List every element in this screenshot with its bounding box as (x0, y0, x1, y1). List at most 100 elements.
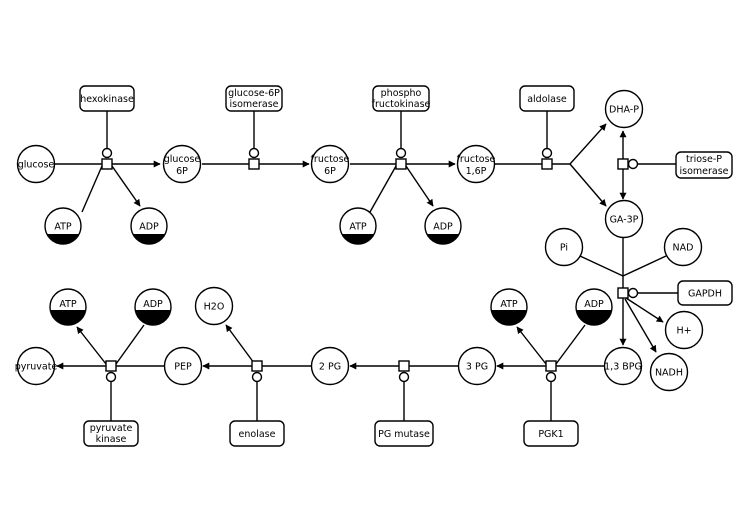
edge-atp-1-to-hexokinase-node (81, 165, 103, 213)
cofactor-adp-3-label: ADP (584, 299, 604, 310)
process-node-glucose-6p-isomerase (248, 158, 260, 170)
enzyme-gapdh-label: GAPDH (688, 289, 722, 300)
metabolite-glucose-label: glucose (18, 160, 55, 171)
catalysis-markers (101, 147, 639, 383)
catalysis-marker-enolase (251, 371, 263, 383)
metabolite-ga3p-label: GA-3P (610, 215, 639, 226)
cofactor-adp-1-label: ADP (139, 222, 159, 233)
catalysis-marker-hexokinase (101, 147, 113, 159)
cofactor-atp-2-label: ATP (349, 222, 367, 233)
edge-pgk1-node-to-atp-3 (516, 326, 547, 365)
edge-gapdh-node-to-h-plus (625, 297, 664, 323)
edge-hexokinase-node-to-adp-1 (111, 165, 141, 207)
metabolite-3pg-label: 3 PG (466, 362, 488, 373)
edge-branch-to-dhap (569, 123, 607, 165)
enzyme-aldolase-label: aldolase (527, 94, 567, 105)
metabolite-pep: PEP (163, 346, 203, 386)
metabolite-pyruvate-label: pyruvate (15, 362, 58, 373)
edge-pi-to-gapdh-junction (579, 255, 624, 277)
cofactor-atp-3: ATP (490, 288, 528, 326)
cofactors: ATP ADP ATP ADP ATP (44, 207, 613, 326)
metabolite-nad: NAD (663, 227, 703, 267)
cofactor-atp-4-label: ATP (59, 299, 77, 310)
edge-gapdh-node-to-nadh (624, 298, 657, 353)
enzyme-enolase: enolase (229, 420, 285, 447)
process-node-phosphofructokinase (395, 158, 407, 170)
metabolite-nadh: NADH (649, 352, 689, 392)
metabolite-dhap: DHA-P (604, 89, 644, 129)
process-node-pg-mutase (398, 360, 410, 372)
process-nodes (101, 158, 629, 372)
cofactor-atp-2: ATP (339, 207, 377, 245)
catalysis-marker-glucose-6p-isomerase (248, 147, 260, 159)
metabolite-dhap-label: DHA-P (609, 105, 639, 116)
edge-nad-to-gapdh-junction (622, 255, 667, 277)
edge-branch-to-ga3p (569, 163, 607, 207)
metabolite-pi: Pi (544, 227, 584, 267)
edge-adp-4-to-pk-node (115, 324, 145, 365)
catalysis-marker-pgk1 (545, 371, 557, 383)
enzyme-aldolase: aldolase (519, 85, 575, 112)
cofactor-adp-1: ADP (130, 207, 168, 245)
edge-pk-node-to-atp-4 (76, 326, 107, 365)
cofactor-atp-4: ATP (49, 288, 87, 326)
process-node-pgk1 (545, 360, 557, 372)
metabolite-3pg: 3 PG (457, 346, 497, 386)
process-node-enolase (251, 360, 263, 372)
enzyme-pg-mutase: PG mutase (374, 420, 434, 447)
metabolite-pep-label: PEP (174, 362, 192, 373)
catalysis-marker-gapdh (627, 287, 639, 299)
edge-enolase-node-to-h2o (225, 324, 255, 364)
process-node-aldolase (541, 158, 553, 170)
process-node-pyruvate-kinase (105, 360, 117, 372)
cofactor-adp-3: ADP (575, 288, 613, 326)
metabolite-glucose: glucose (16, 144, 56, 184)
metabolite-nad-label: NAD (673, 243, 694, 254)
cofactor-adp-2-label: ADP (433, 222, 453, 233)
cofactor-atp-3-label: ATP (500, 299, 518, 310)
metabolite-ga3p: GA-3P (604, 199, 644, 239)
metabolite-pyruvate: pyruvate (15, 346, 58, 386)
metabolite-2pg: 2 PG (310, 346, 350, 386)
catalysis-marker-pg-mutase (398, 371, 410, 383)
catalysis-marker-triose-p-isomerase (627, 158, 639, 170)
enzyme-hexokinase: hexokinase (79, 85, 135, 112)
edges (54, 111, 678, 421)
enzyme-pgk1: PGK1 (523, 420, 579, 447)
cofactor-atp-1-label: ATP (54, 222, 72, 233)
metabolite-13bpg: 1,3 BPG (603, 346, 643, 386)
metabolite-pi-label: Pi (560, 243, 568, 254)
metabolite-h-plus-label: H+ (676, 326, 691, 337)
edge-pfk-node-to-adp-2 (405, 165, 434, 207)
enzyme-enolase-label: enolase (239, 429, 276, 440)
edge-adp-3-to-pgk1-node (555, 324, 586, 365)
metabolite-h2o: H2O (194, 286, 234, 326)
cofactor-adp-2: ADP (424, 207, 462, 245)
catalysis-marker-pyruvate-kinase (105, 371, 117, 383)
process-node-gapdh (617, 287, 629, 299)
enzyme-pgk1-label: PGK1 (538, 429, 563, 440)
enzyme-hexokinase-label: hexokinase (80, 94, 134, 105)
enzyme-gapdh: GAPDH (677, 280, 733, 306)
catalysis-marker-aldolase (541, 147, 553, 159)
process-node-triose-p-isomerase (617, 158, 629, 170)
metabolite-h2o-label: H2O (204, 302, 225, 313)
metabolite-h-plus: H+ (664, 310, 704, 350)
cofactor-atp-1: ATP (44, 207, 82, 245)
metabolite-13bpg-label: 1,3 BPG (604, 362, 642, 373)
